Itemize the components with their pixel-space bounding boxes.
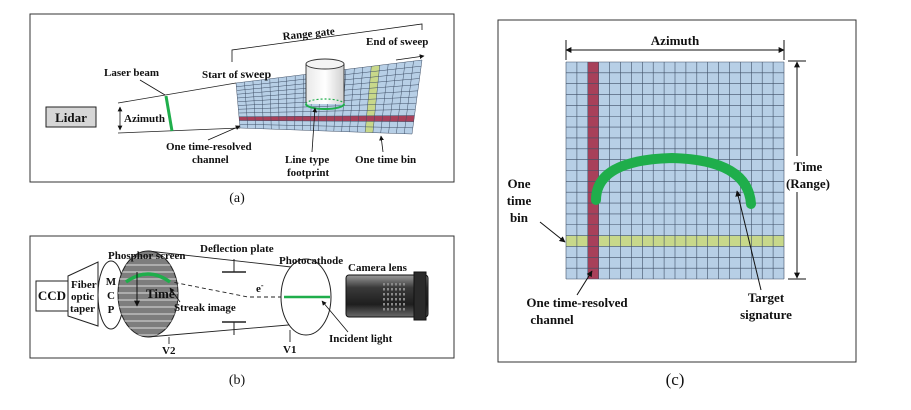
lidar-box (45, 106, 97, 128)
start-of-sweep-label: Start of sweep (202, 67, 271, 81)
incident-leader (321, 300, 349, 333)
range-azimuth-grid (565, 61, 785, 280)
ccd-label: CCD (38, 288, 66, 303)
caption-a: (a) (229, 191, 245, 206)
footprint-label-2: footprint (287, 167, 330, 179)
tube-bottom-edge (147, 323, 301, 338)
target-label-1: Target (748, 290, 785, 305)
end-of-sweep-label: End of sweep (366, 36, 428, 48)
time-bin-leader-a (379, 135, 384, 153)
panel-c: Azimuth Time (Range) One time bin One ti… (497, 19, 857, 389)
electron-path (171, 281, 282, 298)
caption-b: (b) (229, 373, 246, 388)
mcp-c: C (107, 290, 115, 302)
channel-leader-a (207, 125, 241, 141)
channel-label-c-2: channel (530, 312, 574, 327)
panel-b: CCD Fiber optic taper M C P Time Phospho… (29, 235, 455, 388)
time-bin-leader-c (539, 221, 566, 243)
time-label-b: Time (146, 286, 175, 301)
panel-b-frame (29, 235, 455, 359)
range-gate-label: Range gate (282, 26, 335, 43)
time-label-c-1: Time (794, 159, 823, 174)
footprint-leader (311, 107, 318, 153)
panel-c-frame (497, 19, 857, 363)
bin-label-c-1: One (507, 176, 530, 191)
tube-top-edge (147, 250, 301, 269)
azimuth-label-c: Azimuth (651, 33, 700, 48)
caption-c: (c) (666, 370, 685, 389)
v1-label: V1 (283, 344, 296, 356)
footprint-label-1: Line type (285, 154, 329, 166)
bin-label-c-3: bin (510, 210, 529, 225)
sweep-direction-arrow (395, 54, 425, 61)
panel-a: Lidar Azimuth Laser beam Start of sweep … (29, 13, 455, 206)
mcp-m: M (106, 276, 117, 288)
fiber-label-2: optic (71, 291, 94, 303)
footprint-cylinder (305, 58, 345, 110)
laser-beam-leader (139, 79, 166, 96)
camera-lens (345, 271, 429, 321)
laser-beam-line (164, 95, 174, 132)
time-bin-label-a: One time bin (355, 154, 416, 166)
v2-label: V2 (162, 345, 176, 357)
panel-a-frame (29, 13, 455, 183)
fiber-label-3: taper (70, 303, 95, 315)
incident-light-label: Incident light (329, 333, 393, 345)
range-gate-bracket (231, 23, 423, 62)
fiber-label-1: Fiber (71, 279, 97, 291)
azimuth-label-a: Azimuth (124, 113, 165, 125)
target-label-2: signature (740, 307, 792, 322)
lidar-label: Lidar (55, 110, 87, 125)
target-signature-arc (591, 152, 756, 209)
time-label-bg (786, 156, 828, 192)
target-leader (735, 190, 762, 291)
bin-label-c-2: time (507, 193, 532, 208)
electron-label: e- (256, 281, 264, 295)
channel-label-a-2: channel (192, 154, 229, 166)
beam-lower-edge (117, 127, 241, 134)
channel-label-c-1: One time-resolved (526, 295, 628, 310)
time-label-c-2: (Range) (786, 176, 830, 191)
channel-label-a-1: One time-resolved (166, 141, 252, 153)
deflection-label: Deflection plate (200, 243, 274, 255)
camera-lens-label: Camera lens (348, 262, 408, 274)
channel-leader-c (576, 270, 593, 296)
beam-upper-edge (117, 82, 237, 104)
sweep-grid (235, 59, 423, 135)
fiber-optic-taper (67, 261, 99, 327)
photocathode-label: Photocathode (279, 255, 343, 267)
mcp-p: P (108, 304, 115, 316)
phosphor-label: Phosphor screen (108, 250, 186, 262)
laser-beam-label: Laser beam (104, 67, 159, 79)
streak-leader (169, 287, 181, 303)
streak-image-label: Streak image (174, 302, 236, 314)
ccd-box (35, 280, 69, 312)
